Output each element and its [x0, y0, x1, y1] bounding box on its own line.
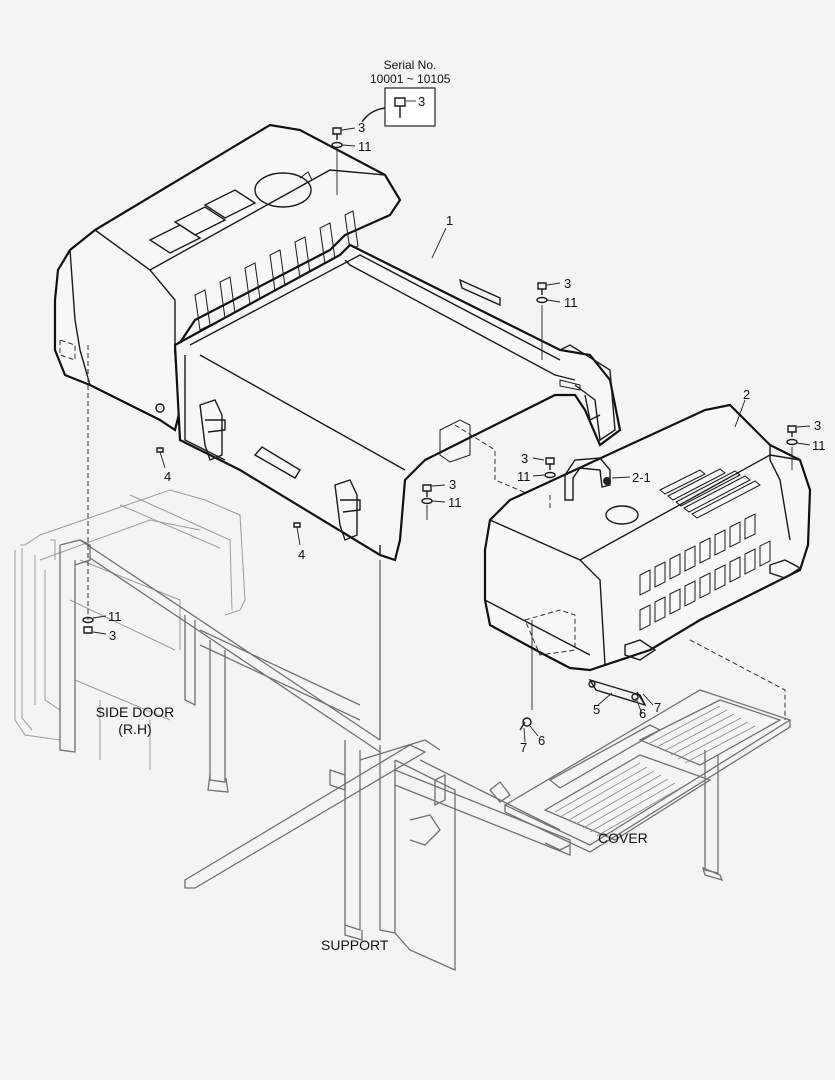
callout-3-right: 3 — [564, 276, 572, 291]
part-2-rear-hood — [483, 403, 812, 720]
cover-grip-slots — [554, 705, 756, 837]
callout-1: 1 — [446, 213, 454, 228]
callout-11-top: 11 — [358, 139, 372, 154]
rear-hood-top-slots — [659, 468, 761, 519]
rear-hood-side-slots — [639, 513, 771, 631]
callout-3-mid: 3 — [449, 477, 457, 492]
callout-5: 5 — [593, 702, 601, 717]
callout-2-1: 2-1 — [632, 470, 651, 485]
callout-4-mid: 4 — [298, 547, 306, 562]
callout-2: 2 — [743, 387, 751, 402]
part-1-engine-hood — [53, 123, 622, 620]
callout-11-lower-left: 11 — [108, 609, 122, 624]
serial-number-inset — [361, 87, 436, 127]
serial-no-title: Serial No. 10001 ~ 10105 — [370, 58, 450, 87]
callout-3-lower-left: 3 — [109, 628, 117, 643]
callout-7-right: 7 — [654, 700, 662, 715]
callout-6-right: 6 — [639, 706, 647, 721]
floor-cover-plate — [503, 689, 792, 882]
callout-11-rear-hood: 11 — [517, 469, 531, 484]
caption-side-door: SIDE DOOR (R.H) — [95, 705, 175, 736]
caption-cover: COVER — [598, 830, 648, 846]
caption-side-door-line2: (R.H) — [118, 721, 152, 737]
caption-side-door-line1: SIDE DOOR — [95, 704, 175, 720]
callout-3-rear-hood: 3 — [521, 451, 529, 466]
callout-11-mid: 11 — [448, 495, 462, 510]
callout-3-far-right: 3 — [814, 418, 822, 433]
caption-support: SUPPORT — [321, 937, 389, 953]
callout-7-left: 7 — [520, 740, 528, 755]
callout-11-far-right: 11 — [812, 438, 826, 453]
callout-inset-3: 3 — [418, 94, 426, 109]
serial-no-label: Serial No. — [383, 58, 437, 72]
serial-no-range: 10001 ~ 10105 — [370, 72, 451, 87]
callout-11-right: 11 — [564, 295, 578, 310]
callout-4-left: 4 — [164, 469, 172, 484]
hinge-parts — [519, 620, 647, 731]
callout-6-left: 6 — [538, 733, 546, 748]
bolts-and-washers — [82, 127, 811, 743]
support-frame-drawing — [59, 539, 571, 972]
callout-3-top: 3 — [358, 120, 366, 135]
